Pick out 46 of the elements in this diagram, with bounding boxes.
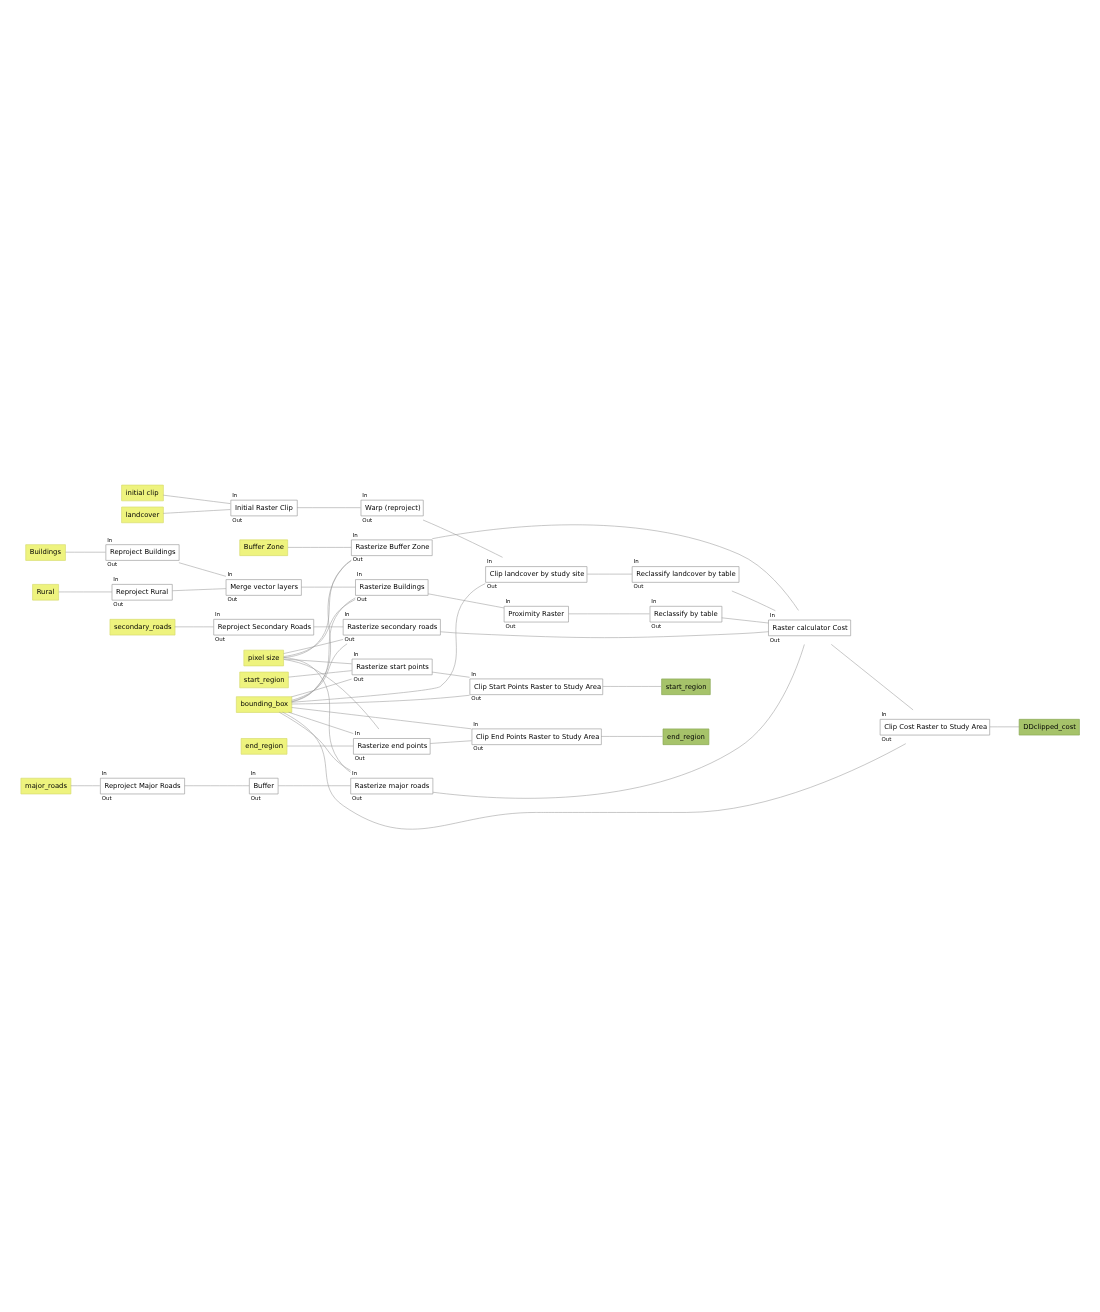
connector	[283, 657, 352, 664]
connector	[162, 493, 231, 503]
connector	[282, 710, 907, 829]
connector	[283, 656, 351, 772]
connector	[431, 523, 799, 610]
connector	[178, 561, 227, 576]
connector	[291, 582, 486, 702]
connector	[58, 590, 113, 592]
connector	[283, 559, 352, 657]
connector	[831, 643, 914, 710]
connector	[65, 550, 106, 552]
connector	[172, 587, 227, 590]
connector	[301, 585, 356, 587]
connector	[431, 670, 470, 677]
connector	[288, 710, 354, 733]
connector	[287, 546, 352, 547]
connector	[291, 642, 348, 700]
connector	[291, 694, 470, 704]
connector	[440, 630, 769, 637]
connector	[162, 508, 231, 513]
connector	[291, 596, 356, 701]
connector	[277, 784, 351, 786]
connector	[184, 784, 250, 786]
connector	[989, 725, 1020, 727]
connector	[283, 658, 380, 729]
connector	[600, 735, 663, 736]
connector	[291, 558, 352, 702]
connector	[70, 784, 101, 786]
connector	[296, 506, 361, 507]
connector	[586, 572, 633, 574]
connector	[430, 739, 472, 743]
connector	[568, 612, 650, 614]
connector	[291, 677, 352, 697]
connector	[313, 625, 344, 627]
connector	[721, 616, 769, 623]
connector	[731, 589, 776, 610]
connector	[291, 706, 472, 729]
connector	[174, 625, 214, 627]
connector	[283, 638, 344, 653]
connector	[283, 598, 356, 656]
connector	[432, 643, 805, 798]
connector	[287, 669, 352, 677]
connector	[279, 710, 351, 770]
connector	[602, 685, 662, 686]
connector	[427, 592, 505, 608]
connector	[422, 518, 503, 557]
